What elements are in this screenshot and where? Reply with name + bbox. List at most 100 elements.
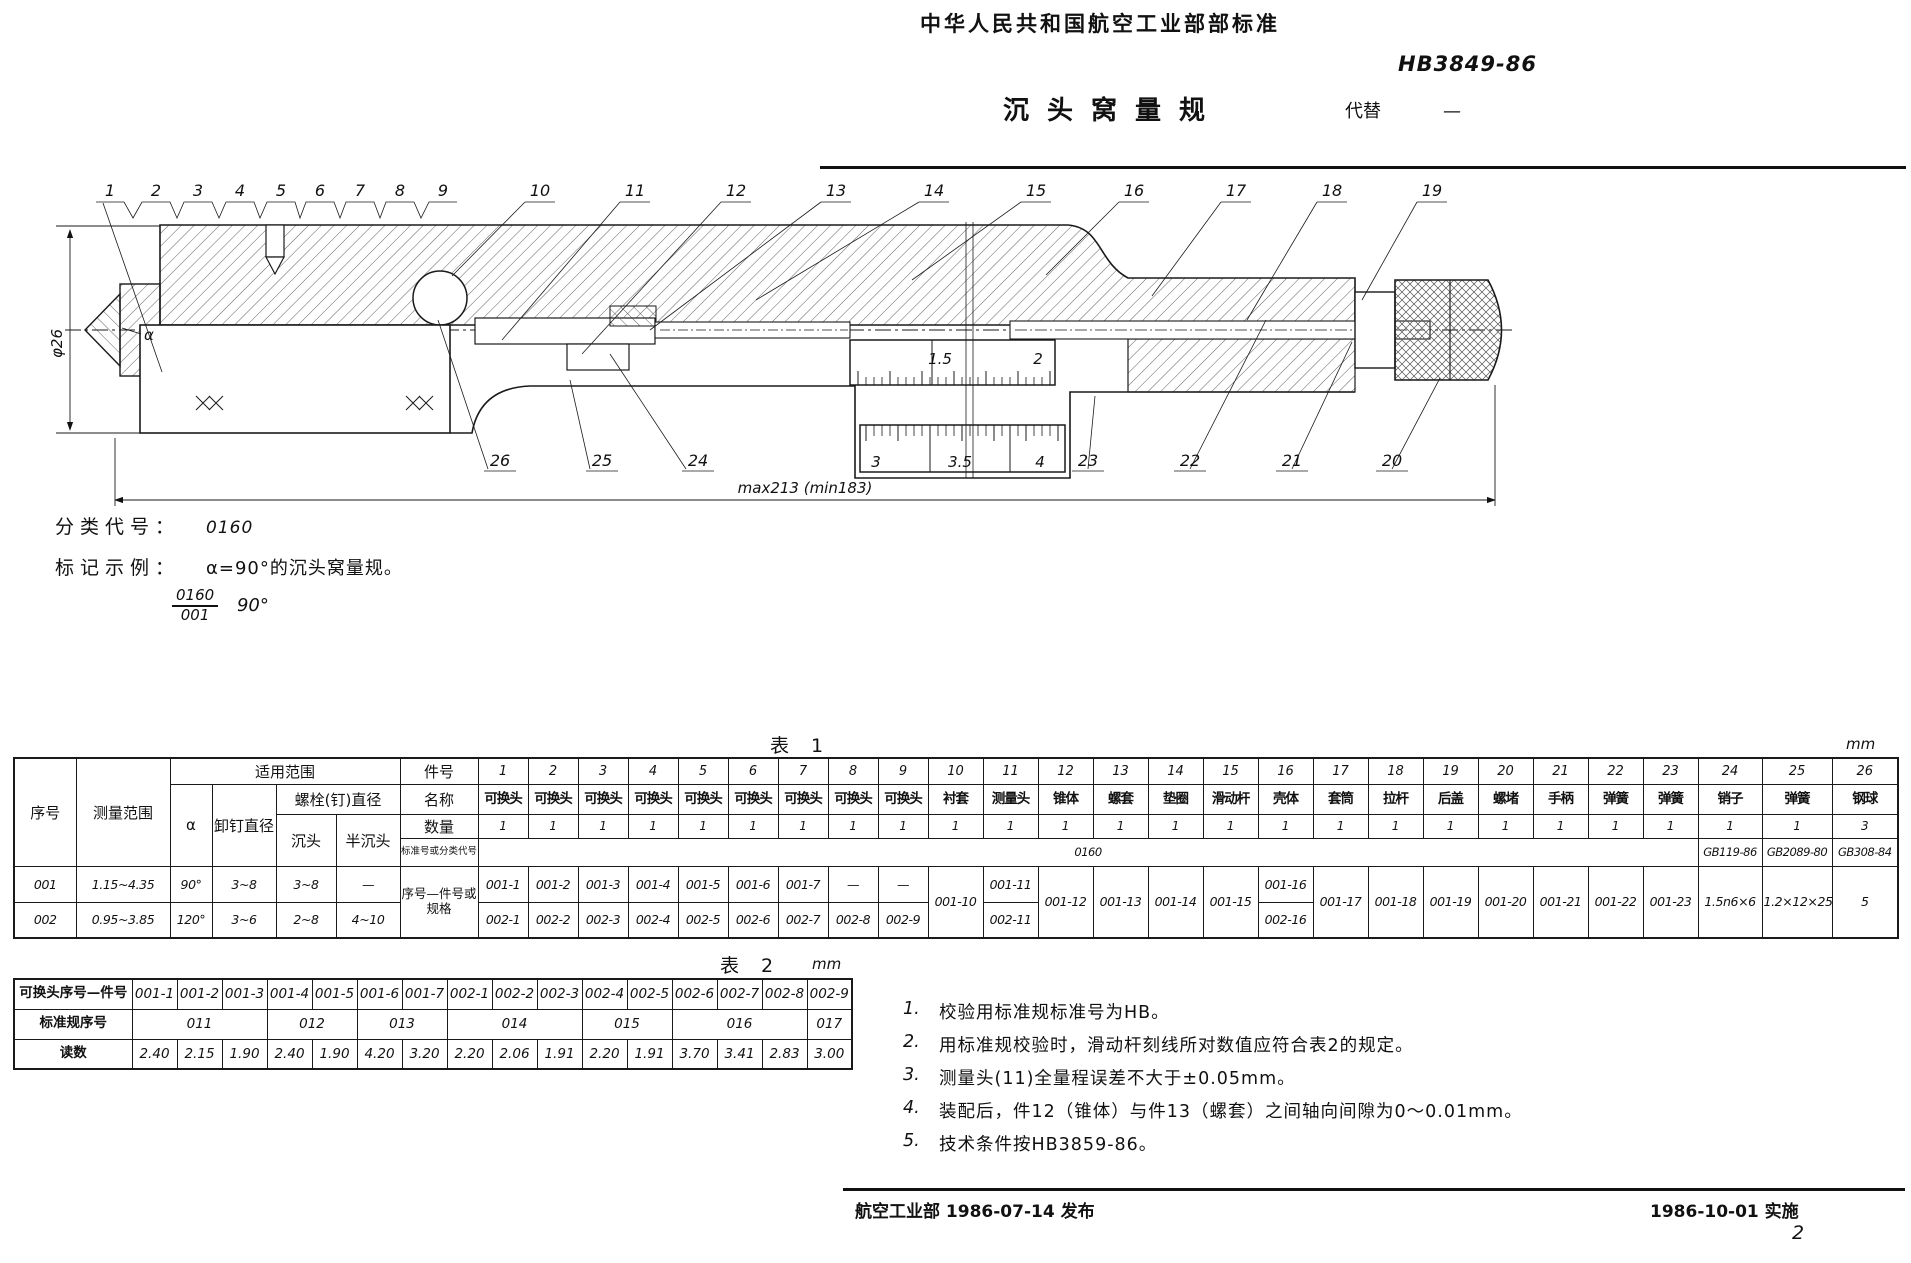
scale-window-upper [849,339,1056,386]
t1-part: 002-3 [577,901,629,939]
t1-part: 002-5 [677,901,729,939]
t1-part-name: 套筒 [1312,783,1369,815]
t1-part: 001-2 [527,865,579,903]
t1-col-no: 25 [1761,757,1833,785]
t1-col-no: 24 [1697,757,1763,785]
callout-number: 15 [1026,181,1046,200]
t1-col-no: 16 [1257,757,1314,785]
scale-ticks-upper-long [857,371,1051,385]
t1-qty: 1 [477,813,529,839]
t1-part: 001-18 [1367,865,1424,939]
callout-number: 17 [1226,181,1247,200]
t2-reading: 3.20 [401,1038,448,1070]
t1-col-no: 11 [982,757,1039,785]
t1-qty: 1 [982,813,1039,839]
t2-reading: 2.15 [176,1038,223,1070]
standard-number: HB3849-86 [1398,52,1537,76]
scale-value: 3.5 [948,453,972,471]
t1-part: 002-1 [477,901,529,939]
designation-fraction: 0160 001 [172,587,219,624]
t1-h-pin: 卸钉直径 [211,783,277,867]
body-block [139,324,451,434]
t1-qty: 1 [1257,813,1314,839]
t1-col-no: 13 [1092,757,1149,785]
t1-part: 001-17 [1312,865,1369,939]
callout-number: 9 [438,181,448,200]
unload-screw-tip [265,256,285,276]
t2-h-reading: 读数 [13,1038,133,1070]
callout-number: 13 [826,181,846,200]
classification-label: 分类代号： [55,516,181,538]
housing-upper [159,224,1356,326]
scale-value: 1.5 [928,350,952,368]
footer-rule [843,1188,1905,1191]
note-item: 4.装配后，件12（锥体）与件13（螺套）之间轴向间隙为0～0.01mm。 [903,1098,1553,1123]
t2-reading: 1.90 [221,1038,268,1070]
t1-col-no: 12 [1037,757,1094,785]
t1-h-bolt: 螺栓(钉)直径 [275,783,401,815]
t2-head-id: 002-4 [581,978,628,1010]
t1-qty: 1 [1477,813,1534,839]
callout-number: 3 [193,181,203,200]
note-item: 5.技术条件按HB3859-86。 [903,1131,1553,1156]
t1-part: 002-4 [627,901,679,939]
t2-std-no: 017 [806,1008,853,1040]
t1-part: 002-2 [527,901,579,939]
t2-reading: 1.91 [536,1038,583,1070]
callout-number: 4 [235,181,245,200]
t1-row-no: 002 [13,901,77,939]
t2-reading: 2.20 [581,1038,628,1070]
note-number: 5. [903,1131,920,1151]
body-bottom-profile [450,385,1355,479]
t1-part: 001-21 [1532,865,1589,939]
t1-col-no: 26 [1831,757,1899,785]
t2-std-no: 014 [446,1008,583,1040]
t1-h-rowspec: 序号—件号或规格 [399,865,479,939]
steel-ball [412,270,468,326]
table2-unit: mm [812,955,842,973]
unload-screw [265,224,285,258]
table2-caption: 表 2 [720,955,782,977]
t1-part: — [827,865,879,903]
t2-head-id: 001-5 [311,978,358,1010]
t1-qty: 1 [1532,813,1589,839]
marking-value: α=90°的沉头窝量规。 [206,558,403,579]
t1-qty: 1 [927,813,984,839]
t1-qty: 1 [1697,813,1763,839]
t1-col-no: 7 [777,757,829,785]
t1-row-pin: 3~6 [211,901,277,939]
t1-qty: 1 [527,813,579,839]
t1-col-no: 21 [1532,757,1589,785]
t1-qty: 1 [627,813,679,839]
t2-reading: 4.20 [356,1038,403,1070]
technical-drawing: φ26 α max213 (min183) 1.5 2 3 3.5 4 1 2 … [48,181,1515,506]
length-dim-label: max213 (min183) [738,479,873,497]
t2-head-id: 001-3 [221,978,268,1010]
table1-caption: 表 1 [770,735,832,757]
t1-row-ct: 3~8 [275,865,337,903]
callout-number: 16 [1124,181,1144,200]
scale-value: 3 [871,453,881,471]
t1-col-no: 14 [1147,757,1204,785]
t1-qty: 1 [777,813,829,839]
fraction-numerator: 0160 [172,587,219,607]
classification-value: 0160 [206,518,254,538]
t1-part: 001-16 [1257,865,1314,903]
t2-reading: 3.41 [716,1038,763,1070]
t1-col-no: 1 [477,757,529,785]
marking-designation: 0160 001 90° [172,587,269,624]
t1-part-name: 可换头 [677,783,729,815]
t1-part-name: 垫圈 [1147,783,1204,815]
t1-col-no: 2 [527,757,579,785]
sleeve-hatch [1127,338,1356,393]
t1-qty: 1 [1587,813,1644,839]
t2-std-no: 016 [671,1008,808,1040]
t1-col-no: 18 [1367,757,1424,785]
t1-col-no: 19 [1422,757,1479,785]
t1-col-no: 10 [927,757,984,785]
callout-number: 20 [1382,451,1402,470]
footer-effective: 1986-10-01 实施 [1650,1202,1799,1222]
dimensions: φ26 α max213 (min183) [48,225,1496,506]
t1-part: 001-14 [1147,865,1204,939]
